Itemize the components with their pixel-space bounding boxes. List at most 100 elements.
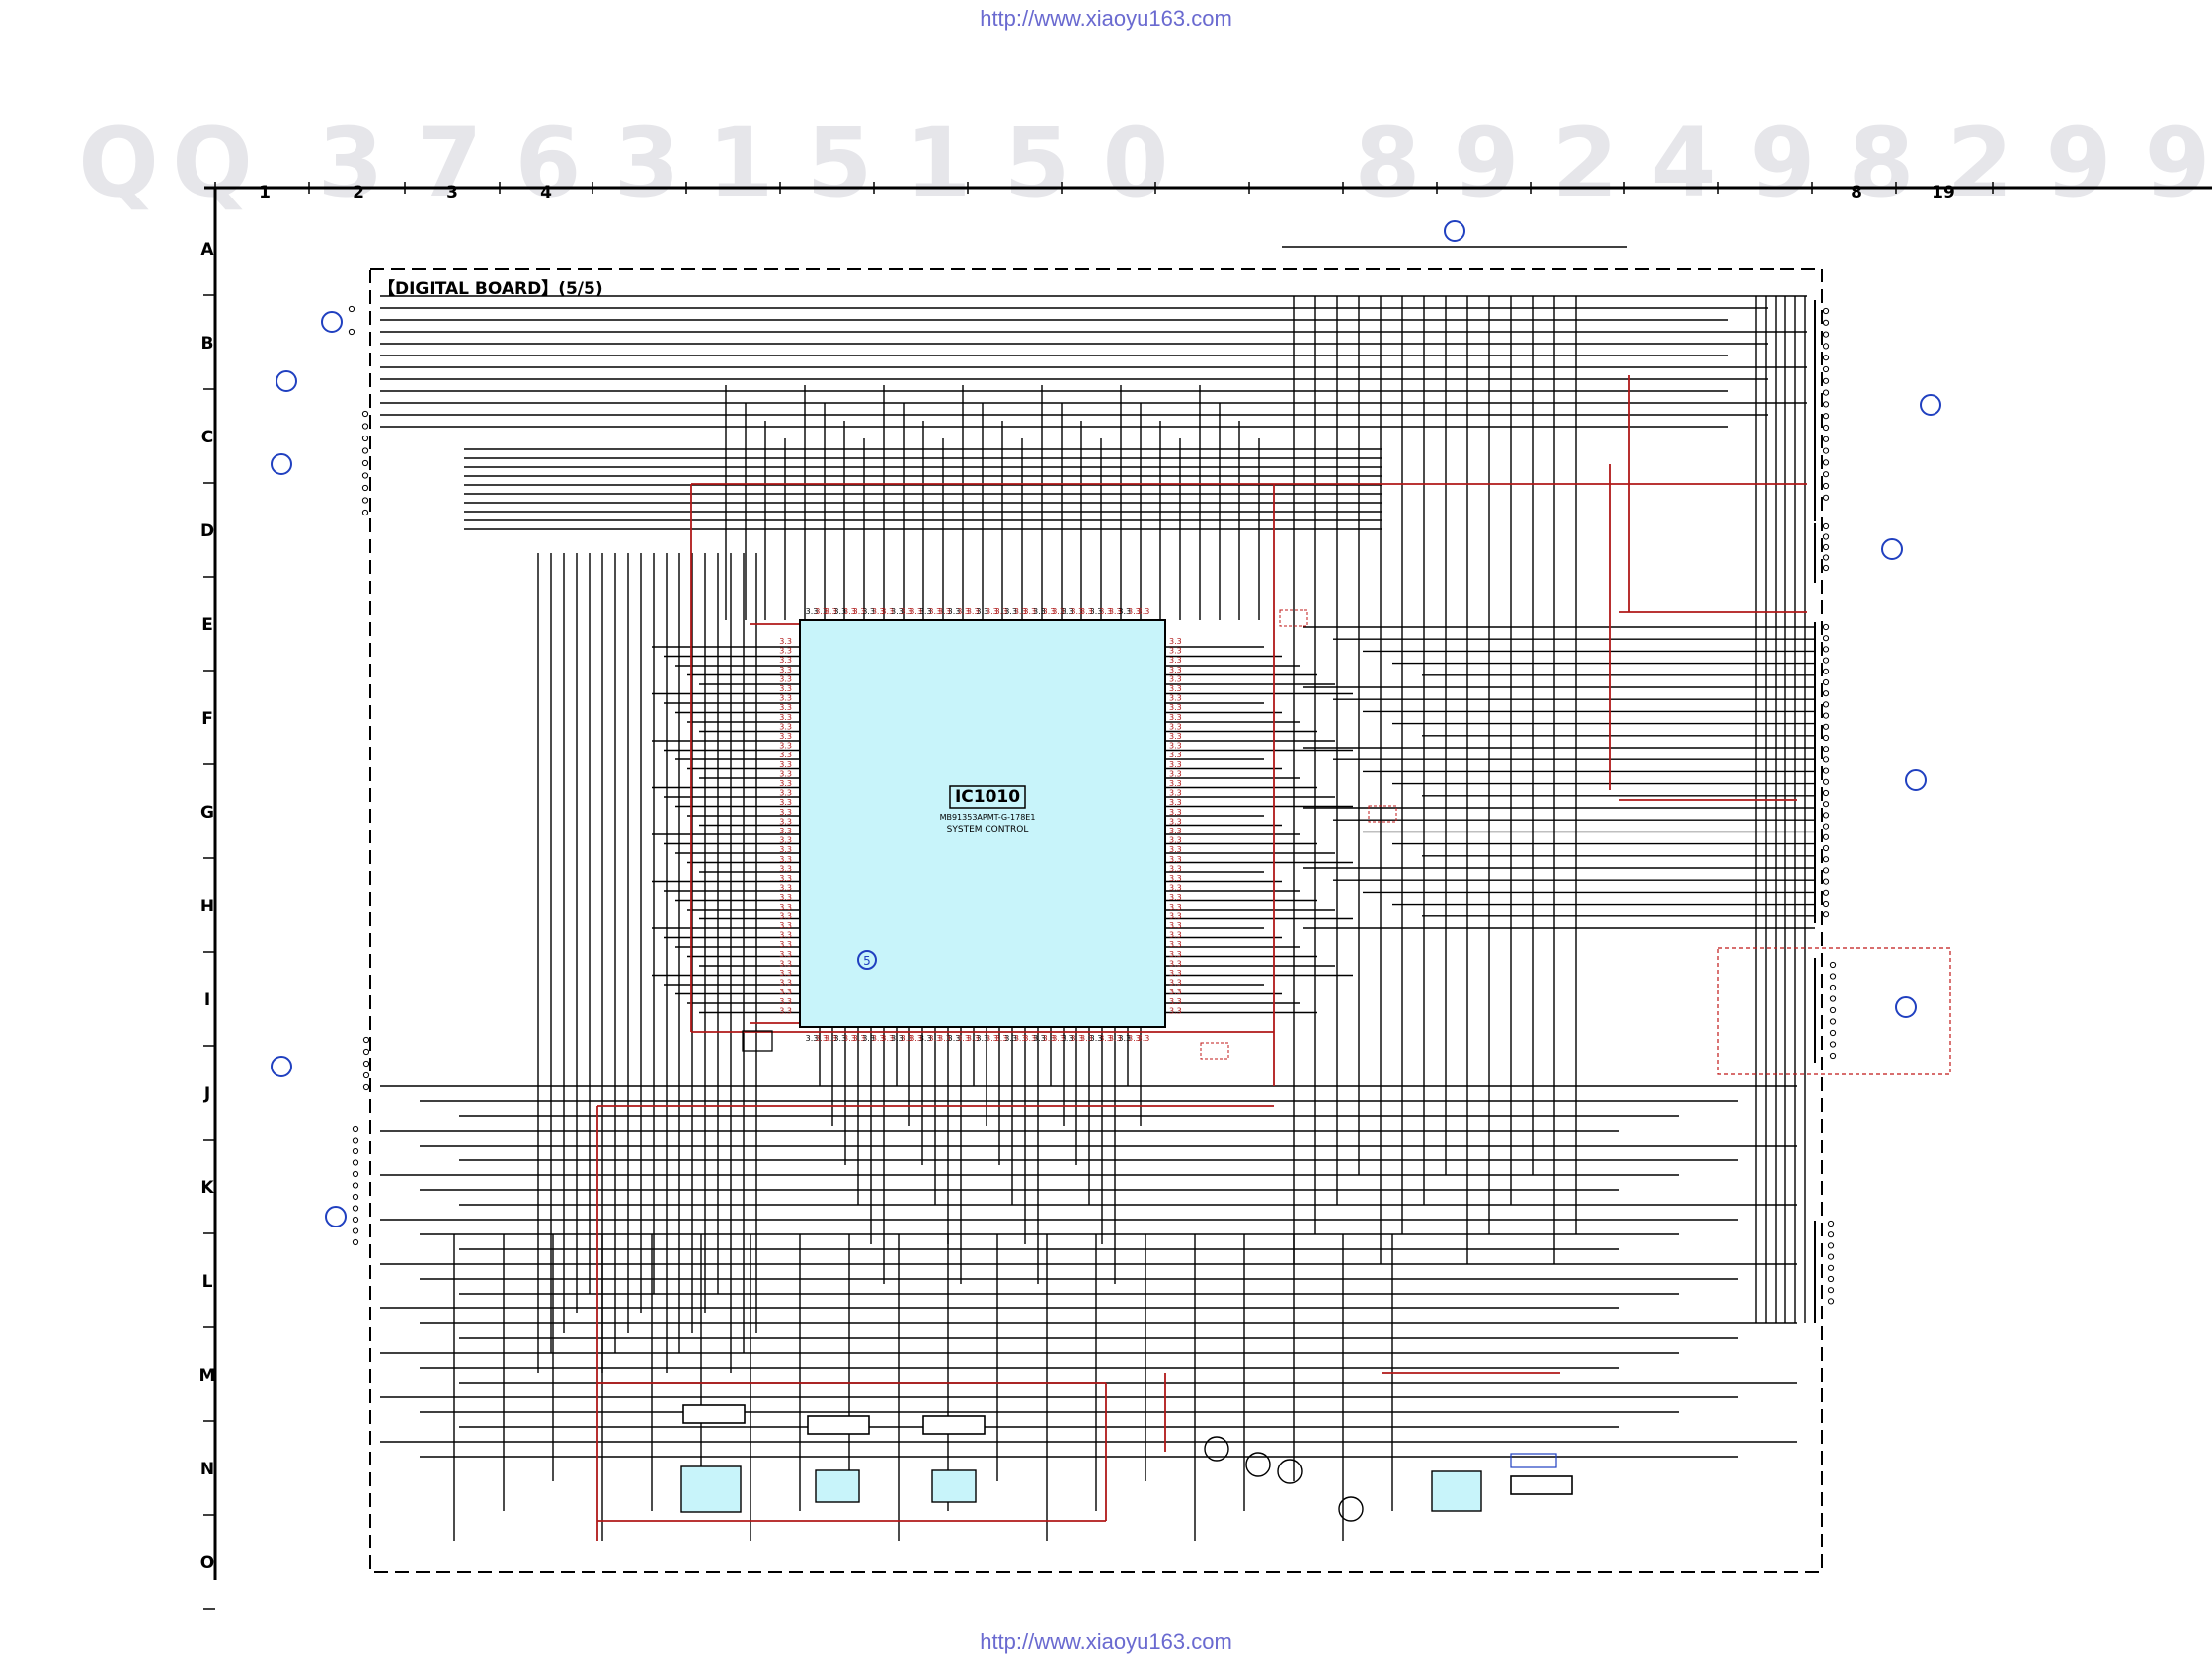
- ic-pin-label: 3.3: [986, 1034, 998, 1043]
- ic-pin-label: 3.3: [1169, 997, 1182, 1006]
- connector-pin: [1829, 995, 1837, 1002]
- sub-ics: [680, 1030, 1573, 1522]
- ic-pin-label: 3.3: [1169, 808, 1182, 817]
- connector-badge: [325, 1206, 347, 1227]
- ic-pin-label: 3.3: [1118, 607, 1131, 616]
- ic-pin-label: 3.3: [901, 607, 913, 616]
- ic-pin-label: 3.3: [779, 722, 792, 731]
- column-label: 19: [1932, 183, 1955, 202]
- ic-pin-label: 3.3: [1080, 607, 1093, 616]
- ic-pin-label: 3.3: [806, 1034, 819, 1043]
- ic-pin-label: 3.3: [1169, 969, 1182, 978]
- ic-pin-label: 3.3: [909, 1034, 922, 1043]
- connector-pin: [1829, 1052, 1837, 1060]
- ic-pin-label: 3.3: [1138, 1034, 1150, 1043]
- ic-pin-label: 3.3: [872, 607, 885, 616]
- connector-badge: [1881, 538, 1903, 560]
- row-label: H: [200, 897, 214, 916]
- ic-pin-label: 3.3: [1169, 979, 1182, 988]
- ic-pin-label: 3.3: [891, 607, 904, 616]
- ic-pin-label: 3.3: [779, 703, 792, 712]
- ic-pin-label: 3.3: [928, 1034, 941, 1043]
- ic-pin-label: 3.3: [779, 779, 792, 788]
- ic-pin-label: 3.3: [779, 647, 792, 656]
- connector-pin: [1822, 623, 1830, 631]
- connector-pin: [1822, 756, 1830, 763]
- ic-pin-label: 3.3: [1169, 893, 1182, 902]
- ic-pin-label: 3.3: [1169, 950, 1182, 959]
- watermark-digit: 3: [318, 108, 384, 218]
- connector-pin: [1822, 833, 1830, 840]
- ic-pin-label: 3.3: [1043, 1034, 1056, 1043]
- connector-pin: [1822, 319, 1830, 326]
- connector-badge: [1444, 220, 1465, 242]
- connector-pin: [1822, 823, 1830, 830]
- connector-pin: [352, 1193, 359, 1201]
- row-label: O: [200, 1553, 214, 1573]
- ic-pin-label: 3.3: [1169, 779, 1182, 788]
- ic-pin-label: 3.3: [1014, 1034, 1027, 1043]
- ic-pin-label: 3.3: [779, 637, 792, 646]
- pin-marker: 5: [863, 954, 871, 968]
- ic-pin-label: 3.3: [806, 607, 819, 616]
- connector-pin: [352, 1238, 359, 1246]
- row-label: B: [201, 334, 214, 354]
- ic1131-placeholder: [1510, 1453, 1557, 1468]
- connector-pin: [1822, 646, 1830, 653]
- ic-pin-label: 3.3: [825, 607, 837, 616]
- ic-pin-label: 3.3: [1070, 607, 1083, 616]
- connector-pin: [1822, 856, 1830, 863]
- ic-pin-label: 3.3: [1023, 1034, 1036, 1043]
- ic-pin-label: 3.3: [881, 607, 894, 616]
- ic-pin-label: 3.3: [779, 836, 792, 845]
- ic-pin-label: 3.3: [779, 864, 792, 873]
- ic-pin-label: 3.3: [1099, 607, 1112, 616]
- connectors: [271, 220, 1951, 1323]
- connector-pin: [1829, 1018, 1837, 1025]
- connector-pin: [1827, 1220, 1835, 1227]
- source-url-top[interactable]: http://www.xiaoyu163.com: [980, 6, 1232, 31]
- ic-pin-label: 3.3: [986, 607, 998, 616]
- sub-ic-body: [815, 1469, 860, 1503]
- ic-pin-label: 3.3: [948, 607, 961, 616]
- ic-pin-label: 3.3: [779, 931, 792, 940]
- ic-pin-label: 3.3: [1169, 911, 1182, 920]
- connector-pin: [1822, 635, 1830, 642]
- board-title: 【DIGITAL BOARD】(5/5): [378, 278, 603, 299]
- row-label: E: [201, 615, 213, 635]
- ic-pin-label: 3.3: [957, 1034, 970, 1043]
- connector-pin: [352, 1227, 359, 1234]
- connector-pin: [1822, 331, 1830, 338]
- ic1010-ref-box: [949, 785, 1026, 809]
- column-label: 2: [353, 183, 364, 202]
- column-label: 8: [1851, 183, 1862, 202]
- ic-pin-label: 3.3: [779, 674, 792, 683]
- connector-pin: [352, 1159, 359, 1166]
- ic-pin-label: 3.3: [1062, 607, 1074, 616]
- ic-pin-label: 3.3: [779, 921, 792, 930]
- connector-pin: [1822, 389, 1830, 396]
- ic-pin-label: 3.3: [1033, 1034, 1046, 1043]
- ic-pin-label: 3.3: [1169, 769, 1182, 778]
- sub-ic-body: [1431, 1470, 1482, 1512]
- watermark-digit: 5: [807, 108, 873, 218]
- row-label: M: [199, 1366, 216, 1386]
- ic-pin-label: 3.3: [779, 884, 792, 893]
- ic-pin-label: 3.3: [909, 607, 922, 616]
- connector-pin: [1822, 494, 1830, 501]
- connector-pin: [1822, 889, 1830, 896]
- ic-pin-label: 3.3: [779, 769, 792, 778]
- ic-pin-label: 3.3: [1169, 921, 1182, 930]
- ic-pin-label: 3.3: [1090, 607, 1103, 616]
- ic-pin-label: 3.3: [815, 1034, 828, 1043]
- ic-pin-label: 3.3: [1169, 647, 1182, 656]
- connector-pin: [348, 305, 356, 313]
- ic-pin-label: 3.3: [976, 607, 988, 616]
- connector-pin: [361, 410, 369, 418]
- connector-pin: [1822, 482, 1830, 490]
- row-label: J: [203, 1084, 210, 1104]
- source-url-bottom[interactable]: http://www.xiaoyu163.com: [980, 1629, 1232, 1654]
- connector-pin: [1822, 543, 1830, 551]
- connector-pin: [1822, 801, 1830, 808]
